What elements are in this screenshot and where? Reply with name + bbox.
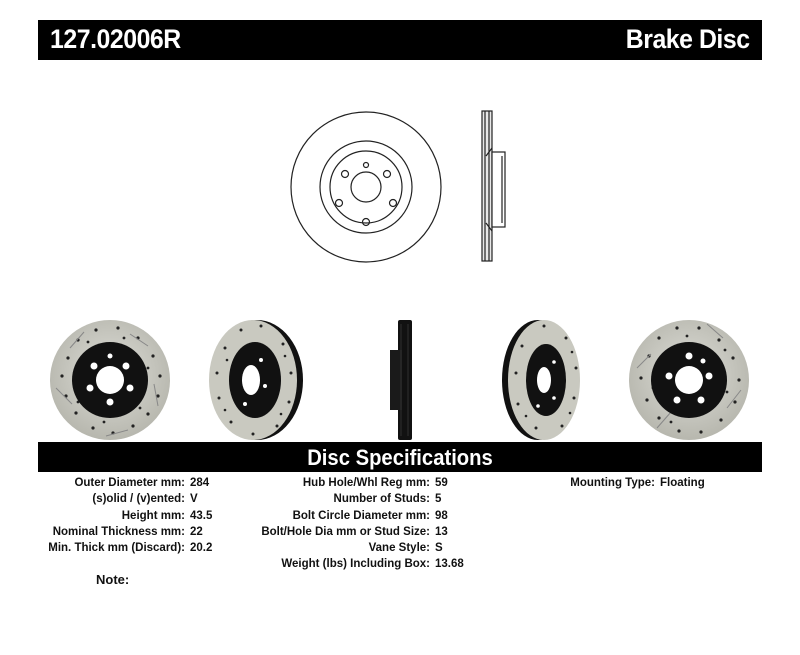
spec-label: Bolt/Hole Dia mm or Stud Size: [261,525,430,538]
spec-row: Min. Thick mm (Discard): 20.2 [0,540,212,556]
disc-angled-left-view-icon [209,320,303,440]
spec-row: Height mm: 43.5 [0,508,213,524]
spec-row: Vane Style: S [0,540,464,556]
spec-value: 20.2 [190,542,213,555]
spec-row: Mounting Type: Floating [0,475,705,491]
spec-value: Floating [660,477,705,489]
spec-label: Bolt Circle Diameter mm: [292,509,430,522]
spec-label: Weight (lbs) Including Box: [281,558,430,571]
technical-drawing [290,108,520,273]
spec-label: Hub Hole/Whl Reg mm: [302,477,430,489]
spec-label: (s)olid / (v)ented: [92,493,185,506]
spec-value: 13 [435,525,448,538]
specs-column-1: Outer Diameter mm: 284 (s)olid / (v)ented… [0,475,212,556]
product-type: Brake Disc [626,24,750,54]
spec-value: 59 [435,477,448,489]
spec-row: Weight (lbs) Including Box: 13.68 [0,556,464,572]
spec-value: 5 [435,493,442,506]
disc-angled-right-view-icon [502,320,580,440]
spec-row: Nominal Thickness mm: 22 [0,524,212,540]
spec-value: 284 [190,477,210,489]
spec-value: V [190,493,198,506]
spec-row: Number of Studs: 5 [0,491,464,507]
spec-value: S [435,542,443,555]
specifications-title: Disc Specifications [307,445,493,470]
note-label: Note: [96,572,130,587]
brake-disc-front-line-drawing-icon [290,110,506,263]
spec-value: 22 [190,525,203,538]
spec-label: Height mm: [121,509,185,522]
spec-label: Mounting Type: [570,477,655,489]
spec-row: Hub Hole/Whl Reg mm: 59 [0,475,464,491]
spec-label: Nominal Thickness mm: [52,525,185,538]
disc-side-profile-view-icon [390,320,412,440]
specs-column-3: Mounting Type: Floating [0,475,705,491]
spec-row: Outer Diameter mm: 284 [0,475,212,491]
spec-row: Bolt/Hole Dia mm or Stud Size: 13 [0,524,464,540]
spec-label: Min. Thick mm (Discard): [48,542,185,555]
disc-rear-view-icon [629,320,749,440]
spec-row: (s)olid / (v)ented: V [0,491,212,507]
title-bar: 127.02006R Brake Disc [38,20,762,60]
disc-front-view-icon [50,320,170,440]
specifications-header: Disc Specifications [38,442,762,472]
spec-label: Outer Diameter mm: [74,477,185,489]
product-photos [0,310,800,445]
specs-column-2: Hub Hole/Whl Reg mm: 59 Number of Studs: 5… [0,475,464,573]
part-number: 127.02006R [50,24,181,54]
spec-value: 43.5 [190,509,213,522]
spec-label: Vane Style: [368,542,430,555]
spec-row: Bolt Circle Diameter mm: 98 [0,508,464,524]
spec-value: 98 [435,509,448,522]
spec-value: 13.68 [435,558,464,571]
spec-label: Number of Studs: [333,493,430,506]
